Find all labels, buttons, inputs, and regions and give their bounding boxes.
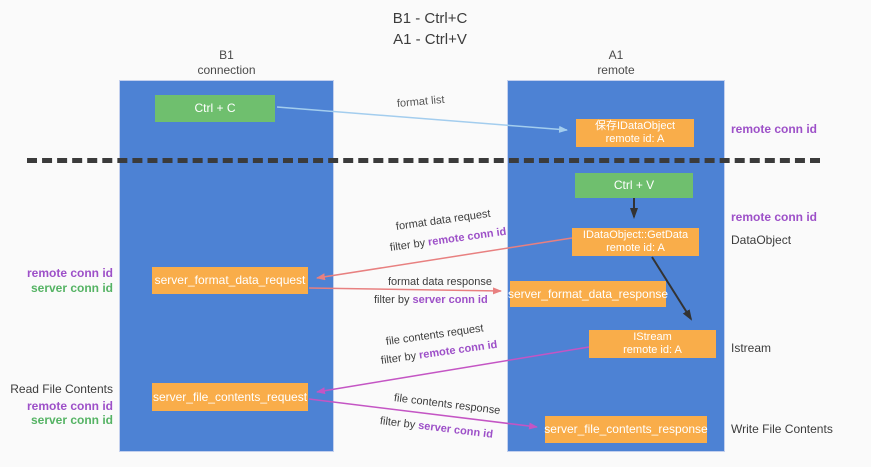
label-file-contents-request-filter-key: remote conn id (418, 338, 499, 362)
node-ctrl-v: Ctrl + V (575, 173, 693, 198)
node-istream-line1: IStream (633, 331, 672, 343)
label-left-remote-conn-id: remote conn id (26, 266, 113, 280)
label-format-data-response-filter: filter by server conn id (374, 294, 488, 306)
label-format-data-response: format data response (388, 276, 492, 288)
node-server-file-contents-response: server_file_contents_response (544, 416, 708, 443)
lane-header-a1: A1 remote (507, 48, 725, 78)
lane-a1-name: A1 (608, 48, 624, 62)
node-server-format-data-response: server_format_data_response (507, 281, 669, 307)
label-format-data-request-filter-key: remote conn id (427, 225, 508, 249)
diagram-title-line2: A1 - Ctrl+V (393, 31, 467, 48)
node-save-idataobject-line1: 保存IDataObject (594, 120, 676, 132)
node-idataobject-getdata-line2: remote id: A (606, 242, 665, 254)
format-data-response-arrow (308, 287, 502, 295)
node-istream-line2: remote id: A (623, 344, 682, 356)
node-ctrl-v-label: Ctrl + V (613, 178, 655, 192)
node-ctrl-c: Ctrl + C (155, 95, 275, 122)
label-left-bottom-remote-conn-id: remote conn id (26, 399, 113, 413)
label-file-contents-response-filter-prefix: filter by (379, 415, 419, 432)
label-dataobject: DataObject (731, 233, 792, 247)
label-right-mid-remote-conn-id: remote conn id (731, 210, 818, 224)
lane-b1-role: connection (197, 63, 256, 77)
node-idataobject-getdata: IDataObject::GetData remote id: A (572, 228, 699, 256)
label-left-server-conn-id: server conn id (30, 281, 113, 295)
lane-a1-role: remote (597, 63, 635, 77)
diagram-title-line1: B1 - Ctrl+C (392, 10, 468, 27)
label-format-list: format list (396, 93, 446, 110)
node-save-idataobject-line2: remote id: A (605, 133, 665, 145)
lane-b1-name: B1 (219, 48, 234, 62)
lane-header-b1: B1 connection (119, 48, 334, 78)
label-left-bottom-server-conn-id: server conn id (30, 413, 113, 427)
node-ctrl-c-label: Ctrl + C (194, 101, 236, 115)
node-server-format-data-request: server_format_data_request (152, 267, 308, 294)
diagram-title: B1 - Ctrl+C A1 - Ctrl+V (0, 8, 860, 50)
node-save-idataobject: 保存IDataObject remote id: A (576, 119, 694, 147)
label-format-data-request-filter-prefix: filter by (389, 236, 429, 254)
label-file-contents-request-filter-prefix: filter by (380, 349, 420, 367)
node-server-format-data-request-label: server_format_data_request (154, 273, 306, 287)
node-server-file-contents-request-label: server_file_contents_request (152, 389, 308, 404)
label-right-top-remote-conn-id: remote conn id (731, 122, 818, 136)
label-format-data-response-filter-prefix: filter by (374, 294, 413, 306)
node-server-file-contents-response-label: server_file_contents_response (544, 422, 708, 436)
node-idataobject-getdata-line1: IDataObject::GetData (582, 229, 689, 241)
label-format-data-response-filter-key: server conn id (412, 294, 488, 306)
node-server-format-data-response-label: server_format_data_response (507, 286, 669, 301)
label-file-contents-response: file contents response (393, 392, 501, 417)
label-read-file-contents: Read File Contents (10, 382, 113, 396)
label-write-file-contents: Write File Contents (731, 422, 833, 436)
node-istream: IStream remote id: A (589, 330, 716, 358)
label-istream: Istream (731, 341, 772, 355)
session-divider-line (27, 158, 820, 163)
node-server-file-contents-request: server_file_contents_request (152, 383, 308, 411)
label-file-contents-response-filter: filter by server conn id (379, 415, 493, 441)
label-file-contents-response-filter-key: server conn id (417, 419, 494, 441)
